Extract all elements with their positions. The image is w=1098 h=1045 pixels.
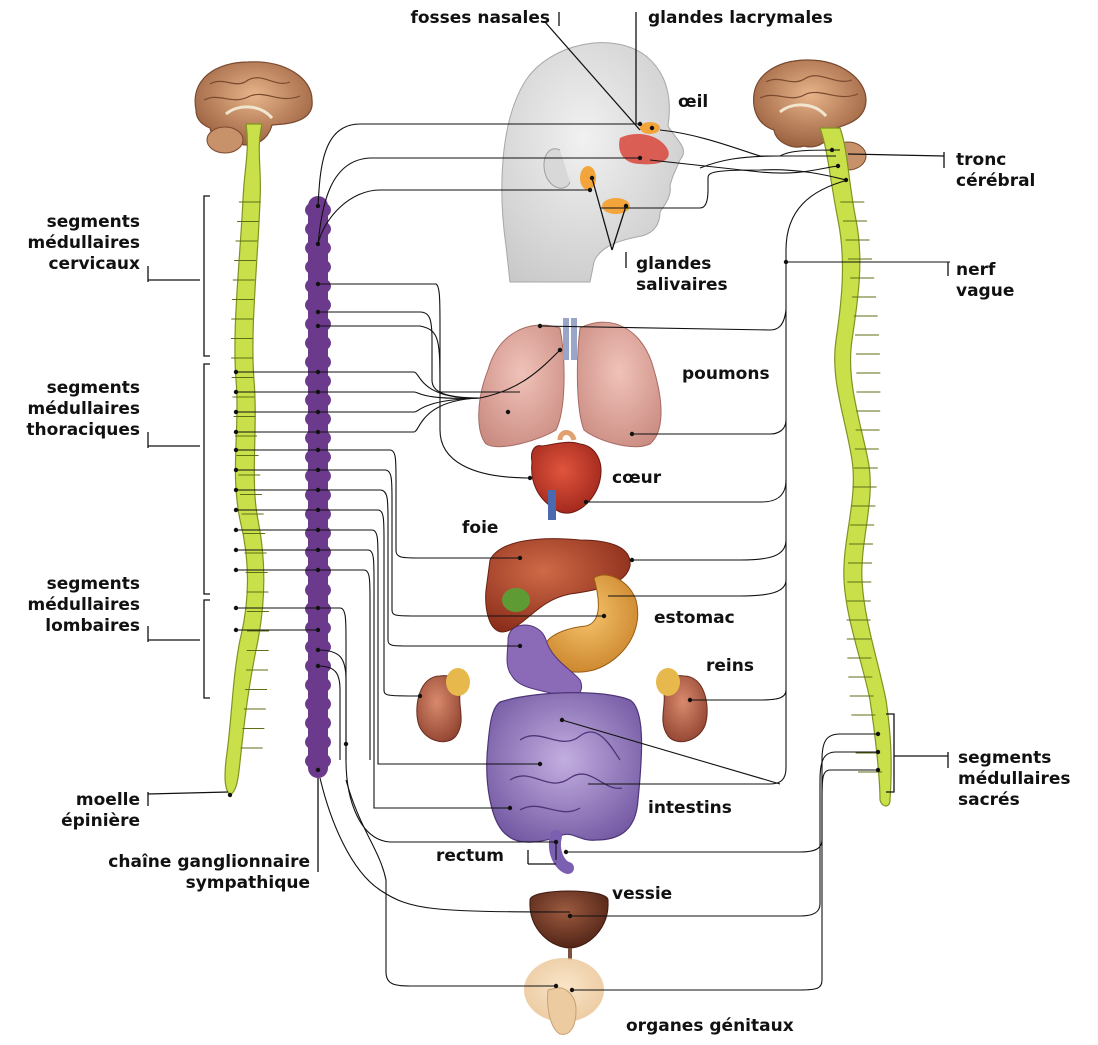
label-poumons: poumons [682,364,770,385]
label-intestins: intestins [648,798,732,819]
label-tronc-cerebral: tronc cérébral [956,150,1035,192]
label-segments-thoraciques: segments médullaires thoraciques [2,378,140,441]
label-rectum: rectum [436,846,504,867]
label-segments-sacres: segments médullaires sacrés [958,748,1071,811]
label-reins: reins [706,656,754,677]
label-organes-genitaux: organes génitaux [626,1016,794,1037]
label-segments-cervicaux: segments médullaires cervicaux [2,212,140,275]
label-foie: foie [462,518,498,539]
label-estomac: estomac [654,608,735,629]
lungs [479,318,661,447]
left-spinal-cord [225,124,264,795]
label-chaine-ganglionnaire: chaîne ganglionnaire sympathique [60,852,310,894]
label-oeil: œil [678,92,708,113]
head [502,43,684,282]
label-moelle-epiniere: moelle épinière [2,790,140,832]
label-coeur: cœur [612,468,661,489]
genital-organs [524,958,604,1034]
heart [531,433,601,521]
label-glandes-salivaires: glandes salivaires [636,254,728,296]
right-spinal-cord [820,128,891,806]
label-glandes-lacrymales: glandes lacrymales [648,8,833,29]
label-vessie: vessie [612,884,672,905]
label-nerf-vague: nerf vague [956,260,1014,302]
bladder [530,891,608,960]
label-segments-lombaires: segments médullaires lombaires [2,574,140,637]
label-fosses-nasales: fosses nasales [390,8,550,29]
